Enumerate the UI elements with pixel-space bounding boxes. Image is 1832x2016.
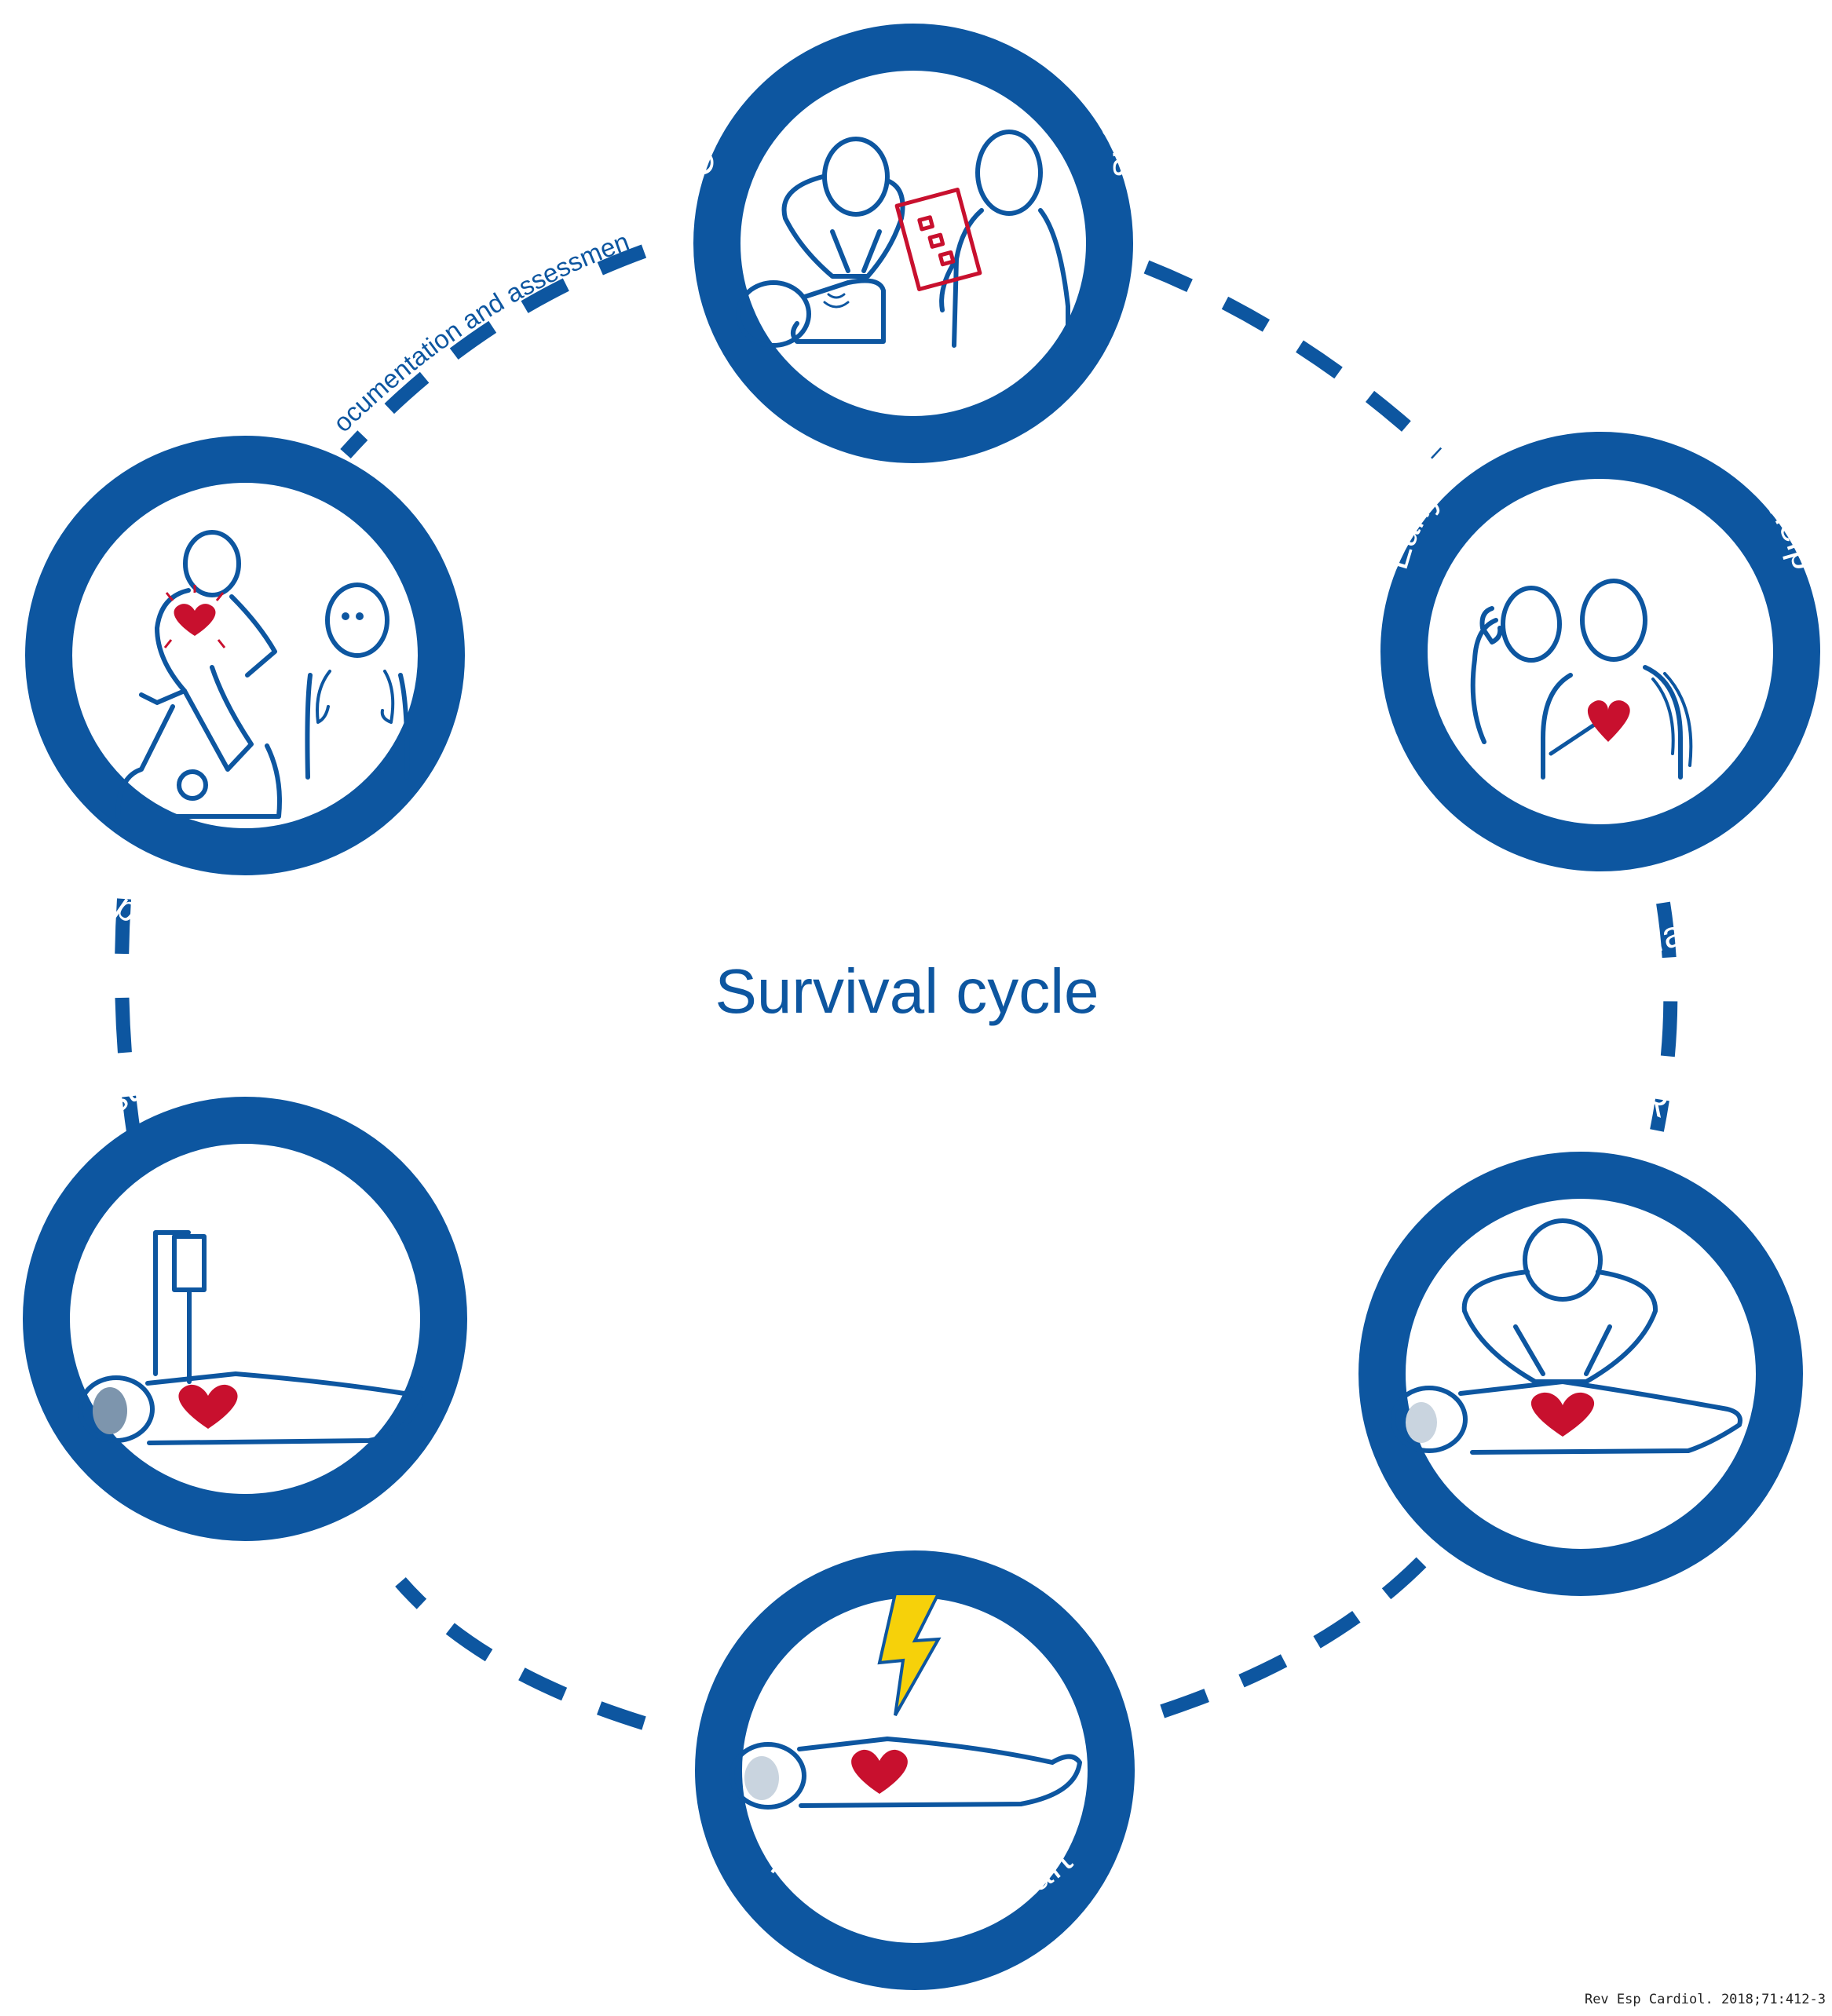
stage-4-top-label: Early defibrillation bbox=[764, 1455, 1066, 1545]
eye-icon bbox=[342, 612, 349, 620]
connector-bottom-right bbox=[1160, 1557, 1427, 1718]
connector-left bbox=[115, 898, 142, 1144]
chest-compression-icon bbox=[1391, 1218, 1742, 1455]
connector-dashes bbox=[115, 244, 1678, 1730]
diagram-title: Survival cycle bbox=[715, 956, 1099, 1026]
lightning-bolt-icon bbox=[877, 1592, 942, 1716]
stage-3-bottom-label: TTo buy time bbox=[1466, 1448, 1695, 1515]
heart-icon bbox=[1587, 700, 1630, 742]
patient-head-icon bbox=[93, 1387, 127, 1434]
connector-bottom-left bbox=[395, 1577, 646, 1730]
citation: Rev Esp Cardiol. 2018;71:412-3 bbox=[1584, 1992, 1826, 2007]
patient-head-icon bbox=[744, 1756, 779, 1800]
documentation-label: Documentation and assessment bbox=[0, 0, 633, 437]
ring-early-recognition bbox=[1380, 432, 1820, 871]
stage-rings bbox=[23, 24, 1820, 1990]
ring-early-cpr bbox=[1358, 1152, 1803, 1596]
patient-head-icon bbox=[1406, 1402, 1437, 1443]
ring-cpr-training bbox=[693, 24, 1133, 463]
connector-top-right bbox=[1143, 260, 1443, 459]
heart-icon bbox=[1530, 1392, 1595, 1437]
call-for-help-icon bbox=[1470, 579, 1693, 780]
stage-3-top-label: Early CPR bbox=[1486, 1067, 1674, 1126]
heartbeat-rays-icon bbox=[163, 585, 226, 648]
heart-icon bbox=[178, 1384, 238, 1429]
rehabilitation-icon bbox=[115, 530, 410, 819]
connector-right bbox=[1650, 901, 1678, 1132]
ring-rehabilitation bbox=[25, 436, 465, 875]
defibrillation-icon bbox=[730, 1737, 1082, 1810]
cpr-training-icon bbox=[736, 130, 1070, 348]
heart-icon bbox=[851, 1749, 908, 1794]
ring-early-defibrillation bbox=[695, 1550, 1135, 1990]
ring-post-resuscitation bbox=[23, 1097, 467, 1541]
heart-icon bbox=[174, 604, 216, 636]
eye-icon bbox=[356, 612, 364, 620]
connector-documentation bbox=[340, 244, 647, 459]
hospital-care-icon bbox=[78, 1230, 426, 1445]
